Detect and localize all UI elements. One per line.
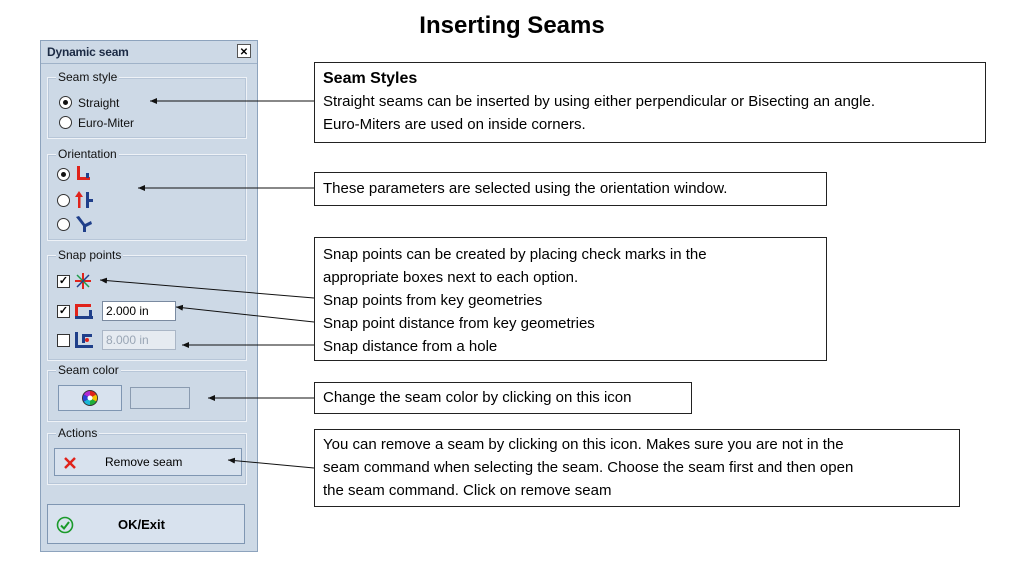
dialog-title: Dynamic seam bbox=[47, 45, 129, 59]
green-check-icon bbox=[56, 516, 74, 534]
seam-styles-heading: Seam Styles bbox=[323, 70, 418, 87]
callout-line: Snap distance from a hole bbox=[323, 338, 498, 355]
snap-key-arrow bbox=[99, 277, 315, 299]
orientation-group: Orientation bbox=[47, 147, 247, 241]
seam-color-swatch bbox=[130, 387, 190, 409]
orientation-label: Orientation bbox=[56, 147, 119, 161]
seam-style-label: Seam style bbox=[56, 70, 120, 84]
callout-line: Snap points from key geometries bbox=[323, 292, 543, 309]
seam-color-button[interactable] bbox=[58, 385, 122, 411]
euro-miter-label: Euro-Miter bbox=[78, 116, 135, 130]
close-icon[interactable] bbox=[237, 44, 251, 58]
orientation-perpendicular-radio[interactable] bbox=[57, 168, 70, 181]
callout-line: Straight seams can be inserted by using … bbox=[323, 93, 875, 110]
dialog-titlebar: Dynamic seam bbox=[41, 41, 257, 64]
snap-points-group: Snap points bbox=[47, 248, 247, 361]
seam-color-group: Seam color bbox=[47, 363, 247, 422]
bisect-angle-icon[interactable] bbox=[74, 215, 94, 233]
snap-hole-distance-input[interactable] bbox=[102, 330, 176, 350]
snap-distance-arrow bbox=[175, 304, 315, 323]
callout-line: Euro-Miters are used on inside corners. bbox=[323, 116, 586, 133]
remove-seam-label: Remove seam bbox=[105, 455, 183, 469]
seam-styles-callout: Seam Styles Straight seams can be insert… bbox=[314, 62, 986, 143]
snap-distance-icon bbox=[75, 304, 93, 319]
orientation-bisect-radio[interactable] bbox=[57, 218, 70, 231]
callout-line: seam command when selecting the seam. Ch… bbox=[323, 459, 854, 476]
snap-hole-distance-icon bbox=[75, 332, 93, 348]
seam-color-callout: Change the seam color by clicking on thi… bbox=[314, 382, 692, 414]
remove-seam-arrow bbox=[227, 457, 315, 469]
callout-line: Change the seam color by clicking on thi… bbox=[323, 389, 632, 406]
orientation-callout: These parameters are selected using the … bbox=[314, 172, 827, 206]
actions-group: Actions Remove seam bbox=[47, 426, 247, 485]
callout-line: You can remove a seam by clicking on thi… bbox=[323, 436, 844, 453]
snap-key-geometry-checkbox[interactable] bbox=[57, 275, 70, 288]
snap-points-label: Snap points bbox=[56, 248, 124, 262]
remove-seam-button[interactable]: Remove seam bbox=[54, 448, 242, 476]
snap-hole-distance-checkbox[interactable] bbox=[57, 334, 70, 347]
callout-line: Snap point distance from key geometries bbox=[323, 315, 595, 332]
up-down-arrows-icon[interactable] bbox=[74, 190, 94, 210]
callout-line: appropriate boxes next to each option. bbox=[323, 269, 579, 286]
ok-exit-label: OK/Exit bbox=[118, 517, 165, 532]
straight-radio[interactable] bbox=[59, 96, 72, 109]
seam-style-group: Seam style Straight Euro-Miter bbox=[47, 70, 247, 139]
callout-line: These parameters are selected using the … bbox=[323, 180, 728, 197]
color-wheel-icon bbox=[82, 390, 98, 406]
orientation-updown-radio[interactable] bbox=[57, 194, 70, 207]
callout-line: Snap points can be created by placing ch… bbox=[323, 246, 707, 263]
actions-label: Actions bbox=[56, 426, 100, 440]
red-x-icon bbox=[64, 457, 76, 469]
ok-exit-button[interactable]: OK/Exit bbox=[47, 504, 245, 544]
snap-points-callout: Snap points can be created by placing ch… bbox=[314, 237, 827, 361]
callout-line: the seam command. Click on remove seam bbox=[323, 482, 612, 499]
snap-distance-input[interactable] bbox=[102, 301, 176, 321]
seam-color-label: Seam color bbox=[56, 363, 121, 377]
euro-miter-radio[interactable] bbox=[59, 116, 72, 129]
snap-key-geometry-icon bbox=[75, 273, 91, 289]
remove-seam-callout: You can remove a seam by clicking on thi… bbox=[314, 429, 960, 507]
straight-label: Straight bbox=[78, 96, 120, 110]
slide-title: Inserting Seams bbox=[419, 12, 605, 39]
snap-distance-checkbox[interactable] bbox=[57, 305, 70, 318]
perpendicular-icon[interactable] bbox=[74, 164, 92, 182]
dynamic-seam-dialog: Dynamic seam Seam style Straight Euro-Mi… bbox=[40, 40, 258, 552]
